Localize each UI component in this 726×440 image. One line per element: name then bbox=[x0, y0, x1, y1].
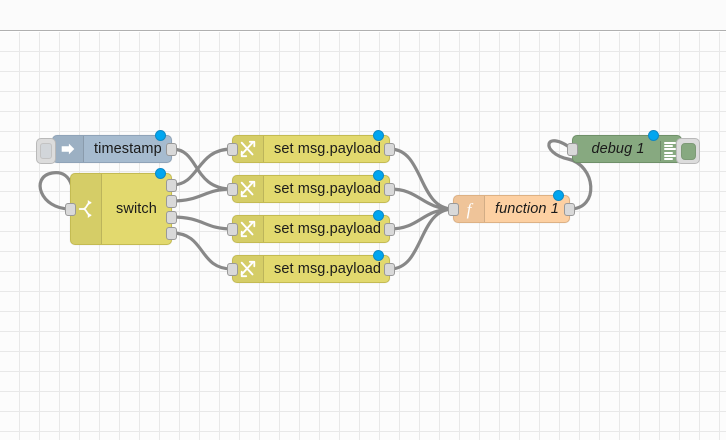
status-dot-inject bbox=[155, 130, 166, 141]
change-swap-icon bbox=[233, 136, 264, 162]
port-out-switch-4[interactable] bbox=[166, 227, 177, 240]
inject-arrow-icon bbox=[53, 136, 84, 162]
wire-switch-to-change4 bbox=[170, 231, 234, 271]
port-out-function-1[interactable] bbox=[564, 203, 575, 216]
status-dot-switch bbox=[155, 168, 166, 179]
editor-top-strip bbox=[0, 0, 726, 31]
switch-branch-icon bbox=[71, 174, 102, 244]
port-out-change-3[interactable] bbox=[384, 223, 395, 236]
port-in-change-4[interactable] bbox=[227, 263, 238, 276]
node-change-4[interactable]: set msg.payload bbox=[227, 250, 395, 283]
inject-trigger-button[interactable] bbox=[36, 138, 56, 164]
port-in-change-3[interactable] bbox=[227, 223, 238, 236]
status-dot-change-2 bbox=[373, 170, 384, 181]
port-out-switch-1[interactable] bbox=[166, 179, 177, 192]
node-debug-1[interactable]: debug 1 bbox=[567, 130, 700, 164]
node-switch[interactable]: switch bbox=[65, 168, 177, 245]
node-change-3[interactable]: set msg.payload bbox=[227, 210, 395, 243]
wire-change1-to-function bbox=[388, 147, 455, 211]
node-label-change-2: set msg.payload bbox=[274, 181, 382, 197]
svg-text:f: f bbox=[467, 200, 474, 219]
node-function-1[interactable]: f function 1 bbox=[448, 190, 575, 223]
wire-change4-to-function bbox=[388, 207, 455, 271]
flow-canvas[interactable]: timestamp switch bbox=[0, 32, 726, 440]
wire-change3-to-function bbox=[388, 207, 455, 231]
status-dot-function-1 bbox=[553, 190, 564, 201]
node-label-debug-1: debug 1 bbox=[591, 141, 645, 157]
node-inject-timestamp[interactable]: timestamp bbox=[36, 130, 177, 164]
port-in-debug-1[interactable] bbox=[567, 143, 578, 156]
status-dot-change-1 bbox=[373, 130, 384, 141]
port-in-change-1[interactable] bbox=[227, 143, 238, 156]
status-dot-change-4 bbox=[373, 250, 384, 261]
port-out-switch-3[interactable] bbox=[166, 211, 177, 224]
node-label-switch: switch bbox=[116, 201, 157, 217]
node-label-change-1: set msg.payload bbox=[274, 141, 382, 157]
port-out-change-4[interactable] bbox=[384, 263, 395, 276]
debug-toggle-button[interactable] bbox=[676, 138, 700, 164]
wire-change2-to-function bbox=[388, 187, 455, 211]
node-change-1[interactable]: set msg.payload bbox=[227, 130, 395, 163]
port-out-inject[interactable] bbox=[166, 143, 177, 156]
debug-lines-icon bbox=[660, 141, 676, 161]
wire-switch-to-change2 bbox=[170, 187, 234, 203]
node-change-2[interactable]: set msg.payload bbox=[227, 170, 395, 203]
function-f-icon: f bbox=[454, 196, 485, 222]
node-label-timestamp: timestamp bbox=[94, 141, 162, 157]
wire-inject-to-change2 bbox=[170, 147, 234, 191]
node-label-change-3: set msg.payload bbox=[274, 221, 382, 237]
port-out-change-2[interactable] bbox=[384, 183, 395, 196]
change-swap-icon bbox=[233, 216, 264, 242]
port-in-change-2[interactable] bbox=[227, 183, 238, 196]
port-in-function-1[interactable] bbox=[448, 203, 459, 216]
port-in-switch[interactable] bbox=[65, 203, 76, 216]
port-out-switch-2[interactable] bbox=[166, 195, 177, 208]
change-swap-icon bbox=[233, 176, 264, 202]
wire-switch-to-change3 bbox=[170, 215, 234, 231]
status-dot-change-3 bbox=[373, 210, 384, 221]
wire-switch-to-change1 bbox=[170, 147, 234, 187]
change-swap-icon bbox=[233, 256, 264, 282]
node-label-change-4: set msg.payload bbox=[274, 261, 382, 277]
node-label-function-1: function 1 bbox=[495, 201, 559, 217]
port-out-change-1[interactable] bbox=[384, 143, 395, 156]
status-dot-debug-1 bbox=[648, 130, 659, 141]
